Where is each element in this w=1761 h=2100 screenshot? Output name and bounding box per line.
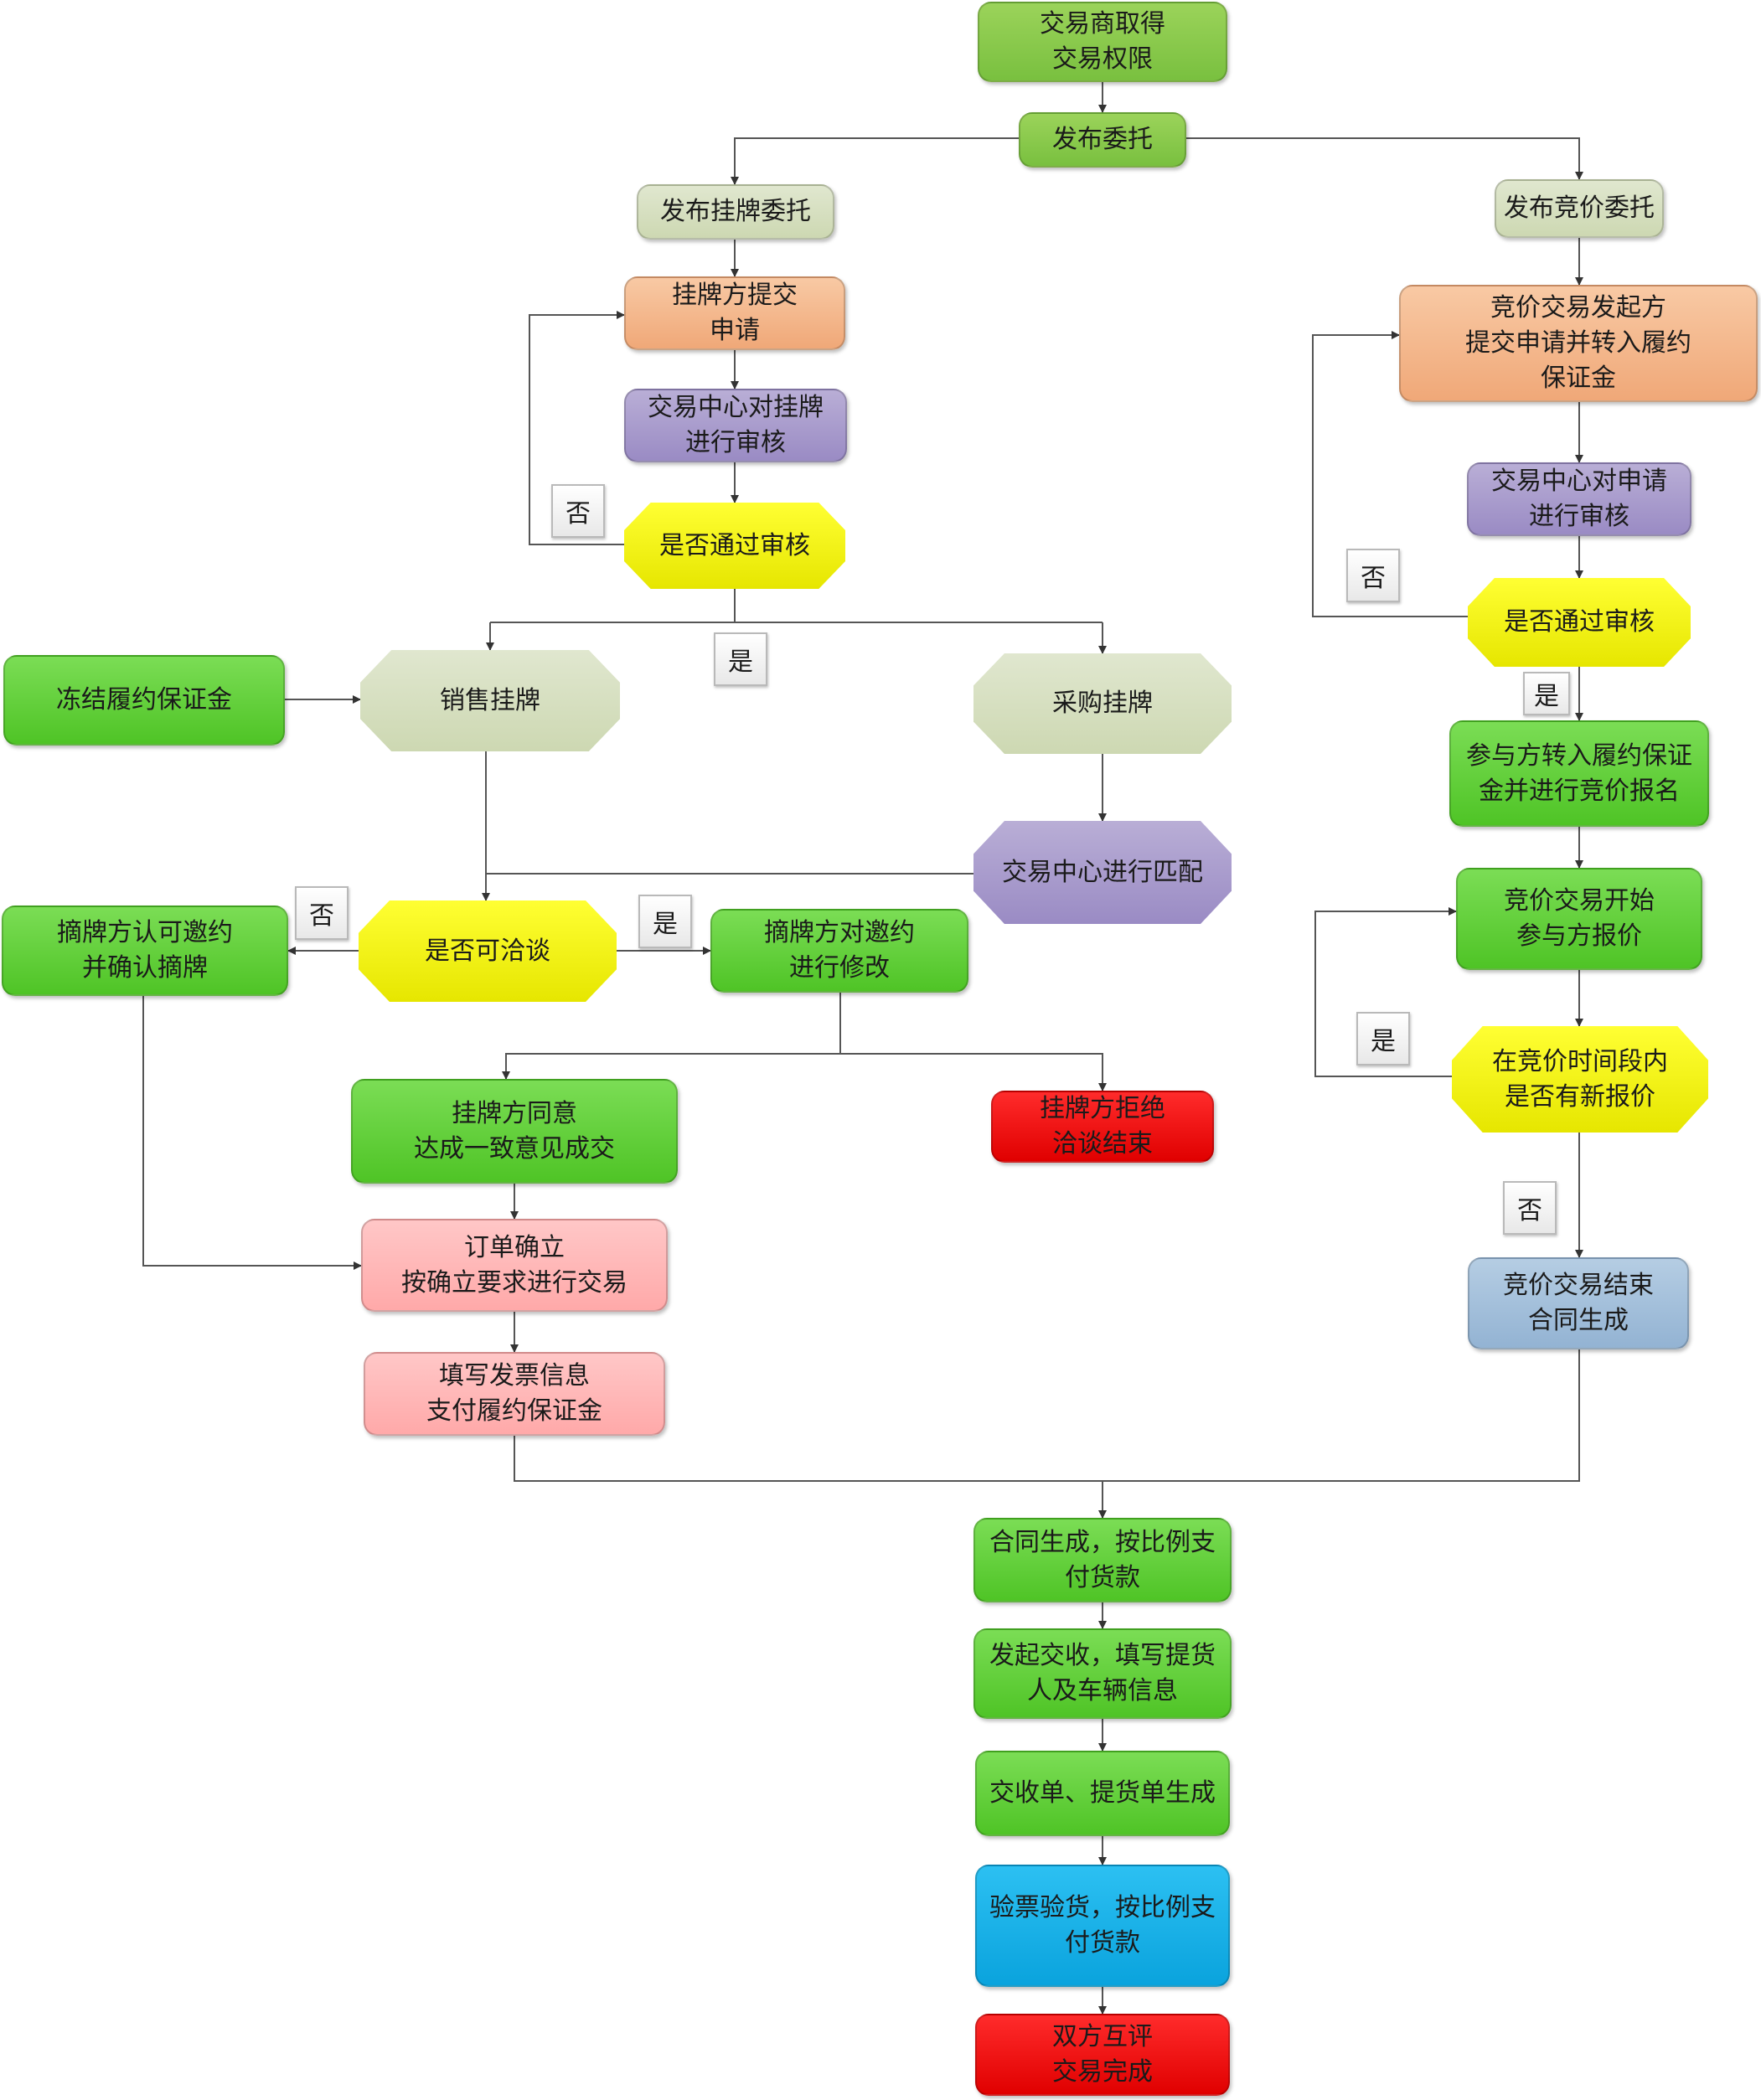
label-no-left-review: 否: [551, 484, 605, 538]
label-no-negotiable: 否: [295, 886, 349, 940]
node-pass-review-left: 是否通过审核: [624, 503, 845, 589]
node-lister-submit: 挂牌方提交 申请: [624, 276, 845, 350]
node-delister-accept: 摘牌方认可邀约 并确认摘牌: [2, 906, 288, 996]
edge-accept-order: [142, 996, 362, 1270]
node-publish: 发布委托: [1019, 112, 1186, 168]
node-delister-modify: 摘牌方对邀约 进行修改: [710, 909, 968, 993]
node-start: 交易商取得 交易权限: [978, 2, 1227, 82]
node-inspect: 验票验货，按比例支 付货款: [975, 1865, 1230, 1987]
node-lister-agree: 挂牌方同意 达成一致意见成交: [351, 1079, 678, 1184]
label-yes-new-bid: 是: [1356, 1012, 1410, 1065]
node-evaluate: 双方互评 交易完成: [975, 2014, 1230, 2096]
node-bidding: 发布竞价委托: [1495, 179, 1664, 238]
edge-invoice-merge: [514, 1349, 1580, 1482]
edge-publish-listing: [731, 137, 1019, 185]
node-new-bid: 在竞价时间段内 是否有新报价: [1452, 1026, 1708, 1133]
label-no-new-bid: 否: [1503, 1181, 1557, 1235]
label-no-right-review: 否: [1346, 549, 1400, 602]
node-bid-end: 竞价交易结束 合同生成: [1468, 1257, 1689, 1349]
label-yes-right-review: 是: [1523, 672, 1570, 715]
edge-newbid-yes-loop: [1314, 907, 1457, 1077]
label-yes-left-review: 是: [714, 632, 767, 686]
node-center-match: 交易中心进行匹配: [973, 821, 1232, 924]
node-participant-transfer: 参与方转入履约保证 金并进行竞价报名: [1449, 720, 1709, 827]
node-pass-review-right: 是否通过审核: [1468, 578, 1691, 667]
node-freeze-margin: 冻结履约保证金: [3, 655, 285, 746]
node-lister-reject: 挂牌方拒绝 洽谈结束: [991, 1091, 1214, 1163]
node-bid-start: 竞价交易开始 参与方报价: [1456, 868, 1702, 970]
node-contract: 合同生成，按比例支 付货款: [973, 1518, 1232, 1602]
edge-right-no-loop: [1312, 331, 1468, 617]
edge-publish-bidding: [1186, 137, 1583, 180]
node-sale-listing: 销售挂牌: [360, 650, 620, 751]
label-yes-negotiable: 是: [638, 895, 692, 948]
node-center-review-listing: 交易中心对挂牌 进行审核: [624, 389, 847, 462]
node-bid-initiator: 竞价交易发起方 提交申请并转入履约 保证金: [1399, 285, 1758, 402]
edge-left-no-loop: [529, 311, 625, 545]
node-center-review-app: 交易中心对申请 进行审核: [1467, 462, 1691, 536]
node-purchase-listing: 采购挂牌: [973, 653, 1232, 754]
node-invoice: 填写发票信息 支付履约保证金: [364, 1352, 665, 1436]
node-delivery-start: 发起交收，填写提货 人及车辆信息: [973, 1628, 1232, 1719]
edge-modify-split: [502, 993, 841, 1080]
node-listing: 发布挂牌委托: [637, 184, 834, 240]
node-order-confirm: 订单确立 按确立要求进行交易: [361, 1219, 668, 1312]
node-negotiable: 是否可洽谈: [359, 900, 617, 1002]
node-delivery-note: 交收单、提货单生成: [975, 1751, 1230, 1836]
edge-modify-reject: [840, 1053, 1107, 1091]
